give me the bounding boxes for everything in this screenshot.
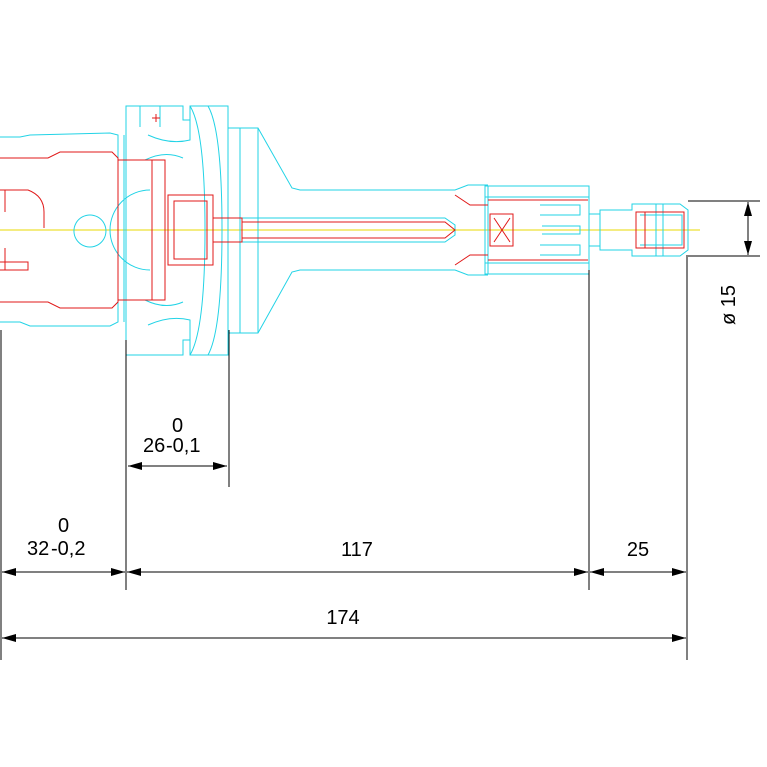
collet-length-label: 25 (627, 539, 649, 561)
shank-length-nominal: 32 (27, 538, 49, 560)
internal-geometry (0, 114, 685, 309)
shank-length-lower-tol: -0,2 (51, 538, 85, 560)
body-length-label: 117 (341, 539, 373, 561)
flange-width-nominal: 26 (143, 435, 165, 457)
body-bore (454, 194, 488, 266)
drawbar-head (167, 194, 214, 266)
tool-shank (635, 211, 685, 249)
overall-length-label: 174 (326, 607, 359, 629)
shank-length-upper-tol: 0 (58, 515, 69, 537)
dimension-lines (0, 200, 760, 660)
tool-holder-outline (0, 105, 689, 356)
flange-width-upper-tol: 0 (172, 415, 183, 437)
collet-tip-outline (589, 203, 689, 257)
shank-bore (0, 151, 119, 309)
tool-diameter-label: ø 15 (718, 285, 740, 325)
flange-width-lower-tol: -0,1 (166, 435, 200, 457)
flange-outline (125, 105, 229, 356)
